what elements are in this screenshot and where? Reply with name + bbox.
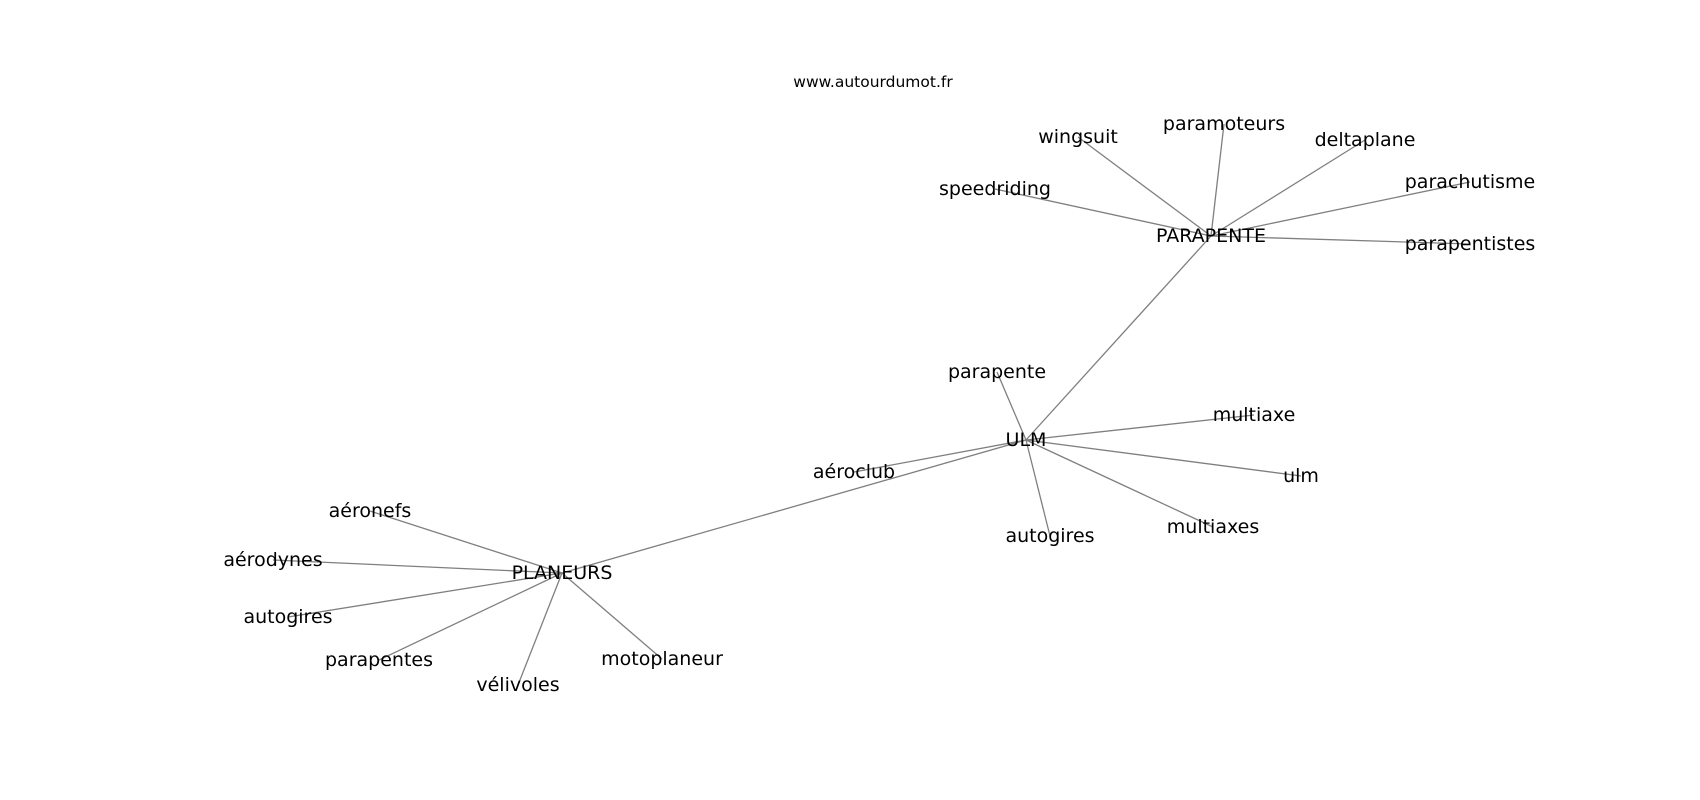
edge-planeurs_hub-aerodynes [272, 559, 563, 574]
edge-planeurs_hub-ulm_hub [561, 439, 1027, 574]
edge-planeurs_hub-parapentes [378, 572, 563, 661]
edge-layer [272, 123, 1471, 686]
edge-parapente_hub-deltaplane [1210, 139, 1366, 237]
edge-ulm_hub-multiaxes [1025, 439, 1214, 528]
hub-label-planeurs-hub: PLANEURS [512, 562, 613, 584]
node-label-autogires-ulm: autogires [1005, 525, 1094, 547]
node-label-wingsuit: wingsuit [1038, 126, 1118, 148]
edge-planeurs_hub-aeronefs [369, 510, 563, 574]
edge-planeurs_hub-autogires_planeurs [287, 572, 563, 618]
node-label-parachutisme: parachutisme [1405, 171, 1536, 193]
node-label-paramoteurs: paramoteurs [1163, 113, 1285, 135]
edge-ulm_hub-parapente [996, 371, 1027, 441]
node-label-speedriding: speedriding [939, 178, 1051, 200]
edge-parapente_hub-paramoteurs [1210, 123, 1225, 237]
node-label-multiaxe: multiaxe [1213, 404, 1296, 426]
edge-ulm_hub-aeroclub [853, 439, 1027, 473]
source-label: www.autourdumot.fr [793, 73, 953, 91]
node-label-aeroclub: aéroclub [813, 461, 895, 483]
node-label-multiaxes: multiaxes [1167, 516, 1259, 538]
node-label-aerodynes: aérodynes [223, 549, 322, 571]
node-label-parapentes: parapentes [325, 649, 433, 671]
node-label-velivoles: vélivoles [476, 674, 559, 696]
hub-label-parapente-hub: PARAPENTE [1156, 225, 1266, 247]
edge-ulm_hub-ulm [1025, 439, 1302, 477]
node-label-autogires-planeurs: autogires [243, 606, 332, 628]
node-label-parapentistes: parapentistes [1405, 233, 1536, 255]
edge-parapente_hub-speedriding [994, 188, 1212, 237]
edge-parapente_hub-parachutisme [1210, 181, 1471, 237]
edge-planeurs_hub-velivoles [517, 572, 563, 686]
edge-ulm_hub-autogires_ulm [1025, 439, 1051, 537]
edge-parapente_hub-wingsuit [1077, 136, 1212, 237]
edge-planeurs_hub-motoplaneur [561, 572, 663, 660]
node-label-motoplaneur: motoplaneur [601, 648, 723, 670]
node-label-deltaplane: deltaplane [1315, 129, 1416, 151]
node-label-ulm: ulm [1283, 465, 1319, 487]
node-layer: ULM PARAPENTE PLANEURS wingsuit paramoteurs d… [223, 113, 1535, 696]
edge-ulm_hub-multiaxe [1025, 414, 1255, 441]
edge-parapente_hub-ulm_hub [1025, 235, 1212, 441]
node-label-parapente: parapente [948, 361, 1046, 383]
node-label-aeronefs: aéronefs [329, 500, 412, 522]
edge-parapente_hub-parapentistes [1210, 235, 1471, 245]
hub-label-ulm-hub: ULM [1006, 429, 1047, 451]
